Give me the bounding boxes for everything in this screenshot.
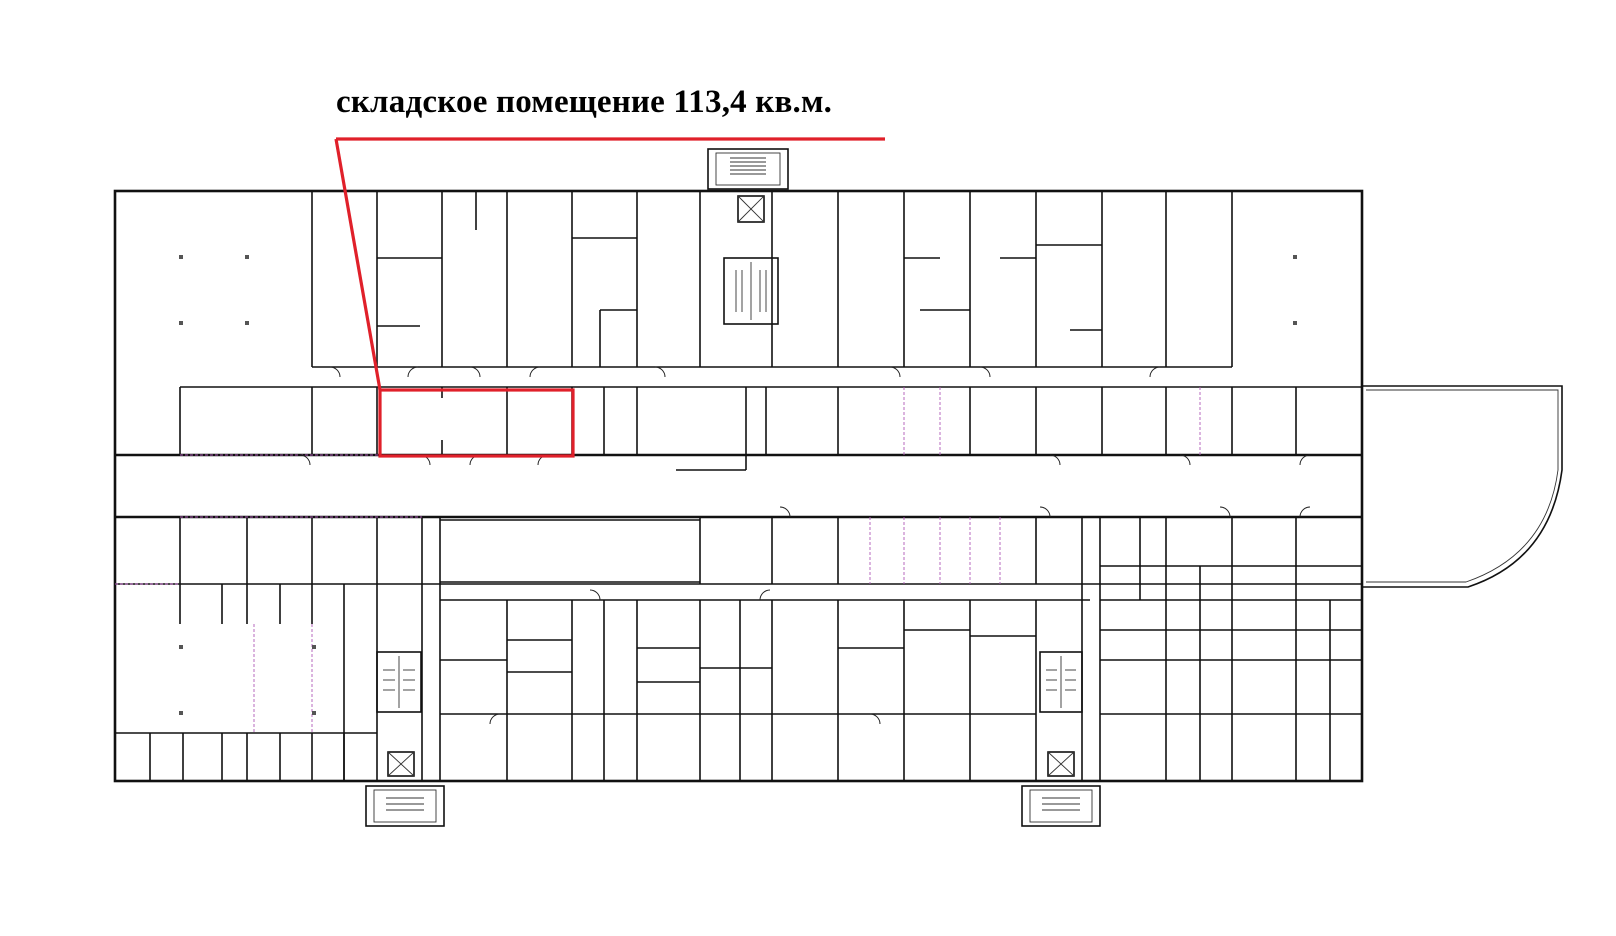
door-icon bbox=[1049, 454, 1061, 466]
door-icon bbox=[1219, 506, 1231, 518]
column-icon bbox=[179, 645, 183, 649]
highlighted-warehouse-room bbox=[334, 137, 885, 458]
door-icon bbox=[529, 366, 541, 378]
column-icon bbox=[179, 321, 183, 325]
elevator-icon bbox=[387, 751, 415, 777]
column-icon bbox=[1293, 321, 1297, 325]
middle-strip-rooms bbox=[179, 387, 1297, 471]
door-icon bbox=[299, 454, 311, 466]
door-icon bbox=[1149, 366, 1161, 378]
column-icon bbox=[312, 645, 316, 649]
elevator-icon bbox=[737, 195, 765, 223]
upper-rooms bbox=[311, 191, 1233, 367]
door-icon bbox=[489, 713, 501, 725]
door-icon bbox=[1299, 454, 1311, 466]
highlight-box bbox=[378, 388, 575, 458]
column-icon bbox=[1293, 255, 1297, 259]
stair-icon bbox=[723, 257, 779, 325]
callout-leader-line bbox=[334, 138, 382, 391]
lower-rooms bbox=[115, 516, 1362, 781]
column-icon bbox=[179, 255, 183, 259]
door-icon bbox=[759, 589, 771, 601]
stair-core-top bbox=[707, 148, 789, 325]
door-icon bbox=[1179, 454, 1191, 466]
door-icon bbox=[889, 366, 901, 378]
columns bbox=[179, 255, 1297, 715]
door-icon bbox=[1039, 506, 1051, 518]
door-icon bbox=[979, 366, 991, 378]
door-icon bbox=[869, 713, 881, 725]
door-icon bbox=[654, 366, 666, 378]
stair-core-left bbox=[365, 651, 445, 827]
door-icon bbox=[779, 506, 791, 518]
door-icon bbox=[1299, 506, 1311, 518]
stair-icon bbox=[1039, 651, 1083, 713]
building-outline bbox=[113, 189, 1364, 783]
column-icon bbox=[245, 255, 249, 259]
elevator-icon bbox=[1047, 751, 1075, 777]
column-icon bbox=[179, 711, 183, 715]
doors bbox=[299, 366, 1311, 725]
stair-core-right bbox=[1021, 651, 1101, 827]
door-icon bbox=[589, 589, 601, 601]
door-icon bbox=[329, 366, 341, 378]
door-icon bbox=[469, 366, 481, 378]
door-icon bbox=[407, 366, 419, 378]
annex-outline bbox=[1362, 385, 1563, 588]
column-icon bbox=[245, 321, 249, 325]
column-icon bbox=[312, 711, 316, 715]
stair-icon bbox=[376, 651, 422, 713]
callout-label: складское помещение 113,4 кв.м. bbox=[336, 84, 833, 120]
